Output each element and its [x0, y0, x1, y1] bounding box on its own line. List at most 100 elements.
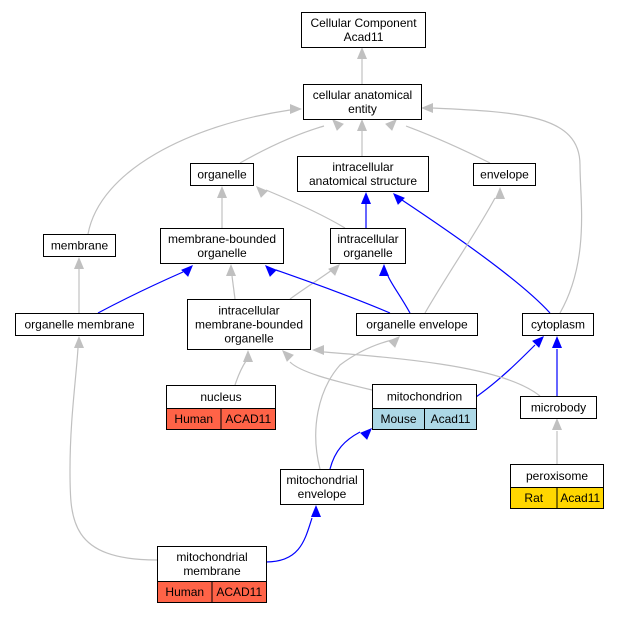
- edge-mitochondrial-envelope-to-organelle-envelope: [315, 336, 400, 470]
- arrowhead-icon: [312, 345, 324, 355]
- arrowhead-icon: [243, 350, 253, 362]
- species-label: Human: [165, 585, 204, 599]
- node-membrane[interactable]: membrane: [43, 234, 116, 257]
- edge-intracellular-membrane-bounded-organelle-to-membrane-bounded-organelle: [226, 264, 236, 300]
- edge-line: [401, 199, 551, 314]
- arrowhead-icon: [361, 192, 371, 204]
- edge-membrane-to-cellular-anatomical-entity: [87, 104, 302, 235]
- edge-cytoplasm-to-intracellular-anatomical-structure: [393, 193, 551, 314]
- node-box: [280, 469, 364, 505]
- arrowhead-icon: [379, 264, 389, 276]
- edge-intracellular-organelle-to-organelle: [256, 186, 346, 229]
- edge-line: [387, 275, 411, 314]
- node-organelle-membrane[interactable]: organelle membrane: [15, 313, 144, 336]
- edge-line: [97, 271, 184, 314]
- gene-badge: [557, 488, 603, 508]
- species-label: Rat: [524, 491, 543, 505]
- arrowhead-icon: [217, 186, 227, 198]
- node-label-line: membrane-bounded: [168, 232, 276, 246]
- edge-intracellular-anatomical-structure-to-cellular-anatomical-entity: [357, 119, 367, 156]
- arrowhead-icon: [421, 103, 433, 113]
- node-label-line: organelle envelope: [366, 318, 468, 332]
- node-box: [303, 84, 422, 120]
- species-label: Mouse: [380, 412, 416, 426]
- node-label-line: Acad11: [344, 30, 384, 44]
- edge-line: [289, 361, 373, 391]
- edge-mitochondrial-membrane-to-organelle-membrane: [69, 336, 158, 561]
- node-label-line: nucleus: [200, 390, 241, 404]
- arrowhead-icon: [265, 265, 277, 277]
- node-label-line: anatomical structure: [309, 174, 417, 188]
- edge-mitochondrial-membrane-to-mitochondrial-envelope: [265, 505, 321, 563]
- arrowhead-icon: [226, 264, 236, 276]
- edge-line: [431, 107, 583, 314]
- node-label-line: mitochondrion: [387, 390, 462, 404]
- node-box: [520, 396, 597, 419]
- edge-line: [424, 197, 496, 314]
- node-box: [160, 228, 284, 264]
- gene-label: ACAD11: [216, 585, 262, 599]
- edge-microbody-to-cytoplasm: [552, 336, 562, 396]
- node-box: [473, 163, 536, 186]
- node-label-line: membrane-bounded: [195, 318, 303, 332]
- species-badge: [158, 582, 212, 602]
- node-box: [190, 163, 254, 186]
- edge-line: [289, 269, 333, 300]
- gene-badge: [425, 409, 476, 429]
- gene-badge: [212, 582, 266, 602]
- node-label-line: membrane: [183, 564, 241, 578]
- arrowhead-icon: [532, 336, 544, 348]
- node-box: [301, 12, 426, 48]
- node-envelope[interactable]: envelope: [473, 163, 536, 186]
- arrowhead-icon: [290, 104, 302, 114]
- arrowhead-icon: [332, 119, 344, 131]
- arrowhead-icon: [495, 187, 505, 199]
- edge-organelle-envelope-to-intracellular-organelle: [379, 264, 411, 314]
- arrowhead-icon: [360, 428, 372, 440]
- node-label-line: membrane: [51, 239, 109, 253]
- edge-line: [69, 347, 158, 561]
- node-organelle[interactable]: organelle: [190, 163, 254, 186]
- node-organelle-envelope[interactable]: organelle envelope: [356, 313, 478, 336]
- node-label-line: envelope: [480, 168, 529, 182]
- arrowhead-icon: [357, 47, 367, 59]
- arrowhead-icon: [552, 418, 562, 430]
- arrowhead-icon: [393, 193, 405, 205]
- edge-envelope-to-cellular-anatomical-entity: [385, 119, 491, 164]
- node-box: [187, 299, 311, 350]
- node-label-line: organelle: [343, 246, 393, 260]
- edge-organelle-to-cellular-anatomical-entity: [239, 119, 344, 164]
- node-cytoplasm[interactable]: cytoplasm: [522, 313, 594, 336]
- edge-line: [231, 275, 236, 300]
- gene-label: Acad11: [560, 491, 600, 505]
- edge-intracellular-organelle-to-intracellular-anatomical-structure: [361, 192, 371, 228]
- node-microbody[interactable]: microbody: [520, 396, 597, 419]
- arrowhead-icon: [357, 119, 367, 131]
- arrowhead-icon: [388, 336, 400, 348]
- edge-mitochondrion-to-cytoplasm: [475, 336, 544, 398]
- edge-line: [234, 360, 247, 386]
- node-label-line: microbody: [531, 401, 586, 415]
- edge-organelle-membrane-to-membrane: [74, 257, 84, 313]
- node-label-line: organelle: [197, 168, 247, 182]
- edge-line: [329, 431, 361, 470]
- arrowhead-icon: [282, 350, 294, 362]
- edge-line: [405, 125, 491, 164]
- node-box: [330, 228, 406, 264]
- node-box: [356, 313, 478, 336]
- node-label-line: entity: [348, 102, 377, 116]
- arrowhead-icon: [181, 265, 193, 277]
